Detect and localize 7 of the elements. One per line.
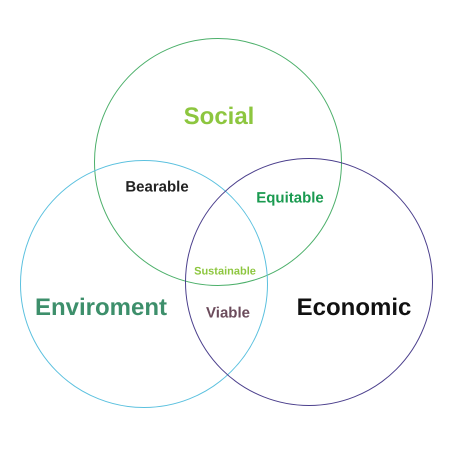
circle-title: Economic — [296, 296, 412, 320]
overlap-label: Viable — [206, 306, 250, 320]
circle-title: Enviroment — [34, 296, 168, 320]
overlap-label: Equitable — [256, 190, 324, 206]
overlap-label: Bearable — [125, 180, 189, 194]
circle-title: Social — [184, 105, 254, 129]
overlap-label: Sustainable — [194, 266, 256, 278]
